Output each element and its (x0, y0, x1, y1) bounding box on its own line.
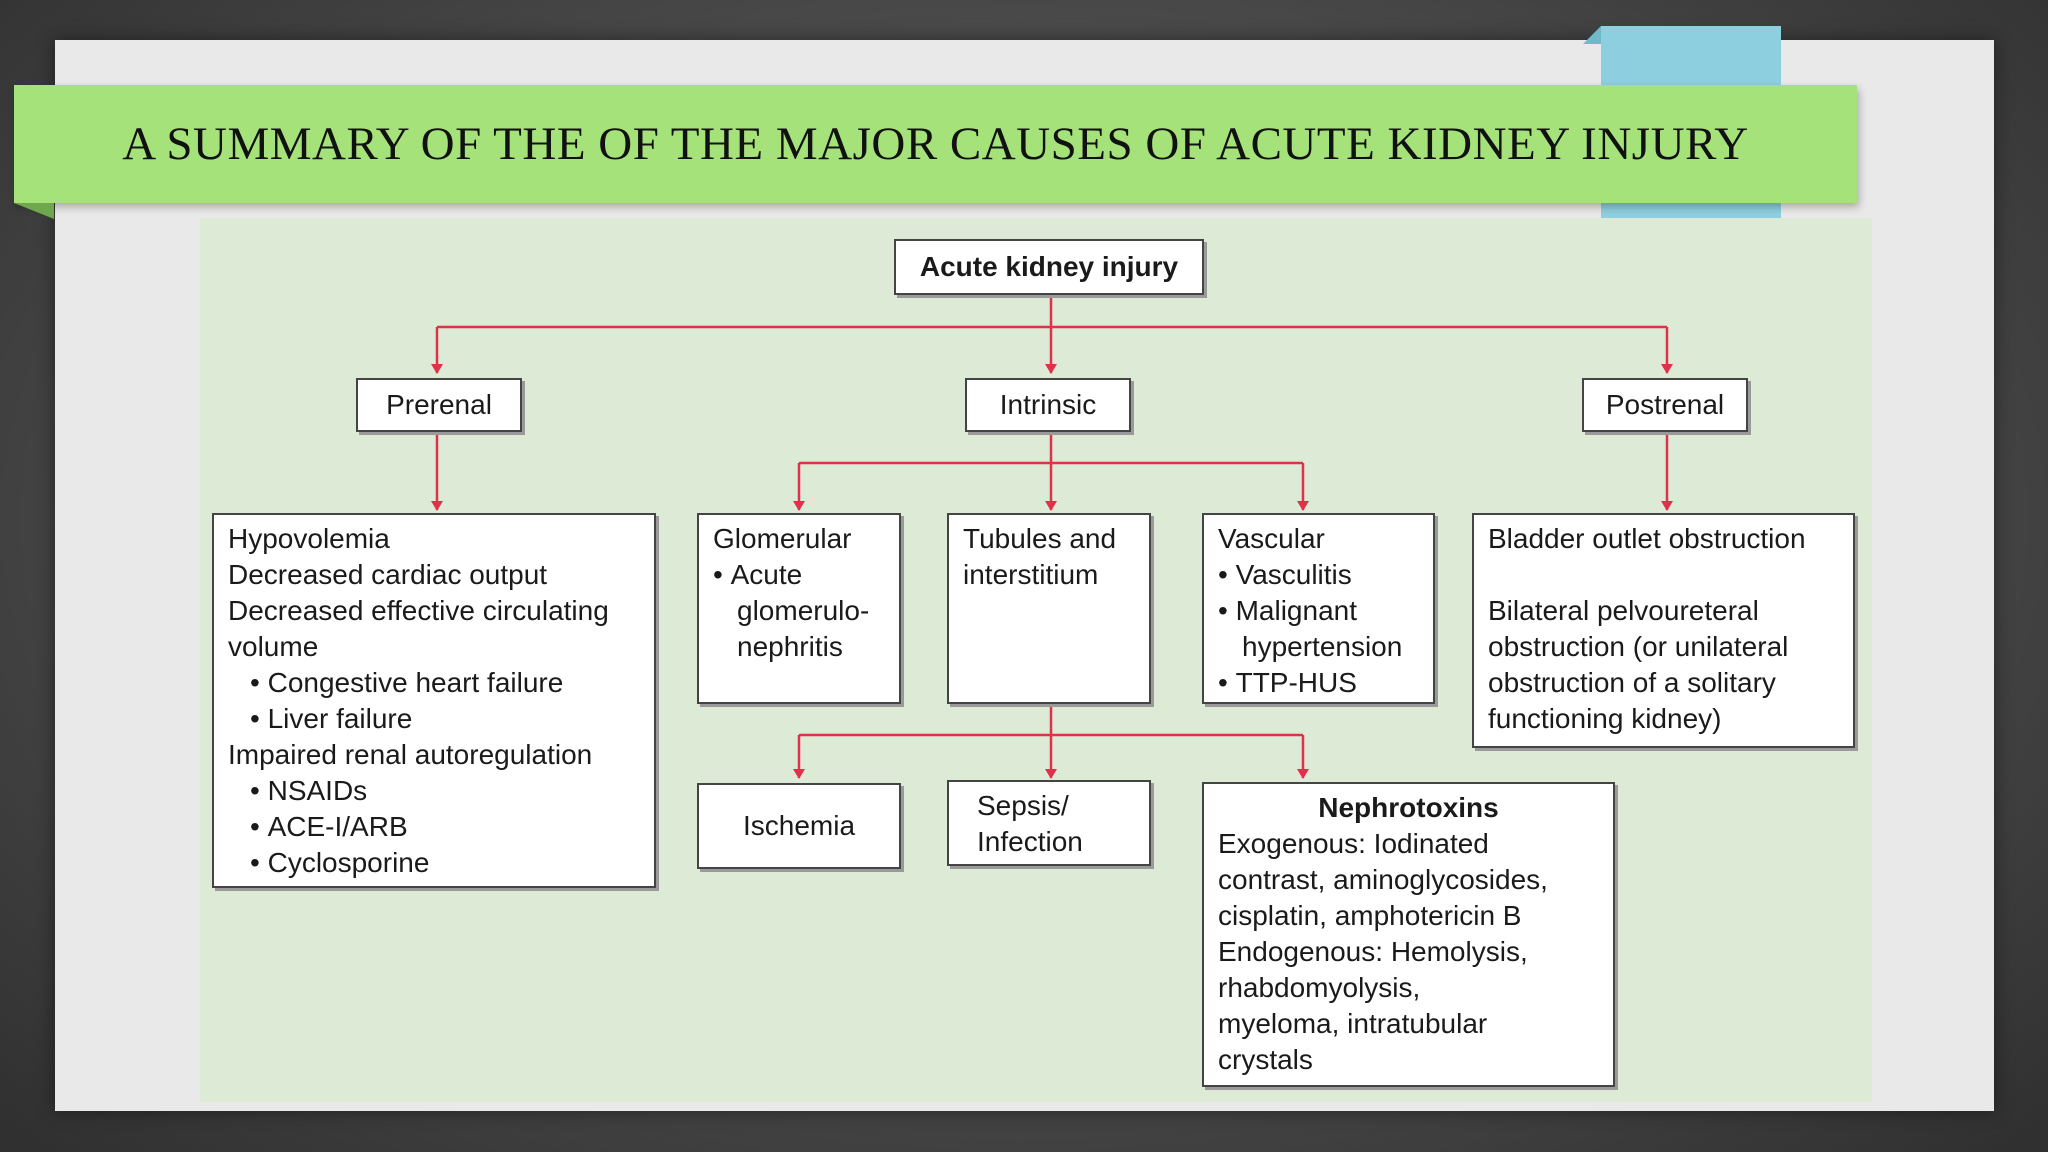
tubules-line2: interstitium (963, 559, 1099, 590)
ischemia-label: Ischemia (742, 810, 856, 841)
title-banner: A SUMMARY OF THE OF THE MAJOR CAUSES OF … (14, 85, 1857, 203)
cause-cyclosporine: Cyclosporine (228, 845, 640, 881)
vascular-malignant: Malignant (1218, 593, 1419, 629)
cause-hypovolemia: Hypovolemia (228, 523, 390, 554)
root-label: Acute kidney injury (919, 251, 1179, 282)
cause-nsaids: NSAIDs (228, 773, 640, 809)
sepsis-line1: Sepsis/ (977, 790, 1069, 821)
nephrotoxins-line7: crystals (1218, 1044, 1313, 1075)
postrenal-causes-box: Bladder outlet obstruction Bilateral pel… (1472, 513, 1855, 748)
postrenal-line2: obstruction (or unilateral (1488, 631, 1789, 662)
vascular-vasculitis: Vasculitis (1218, 557, 1419, 593)
postrenal-bladder: Bladder outlet obstruction (1488, 523, 1806, 554)
vascular-ttp-hus: TTP-HUS (1218, 665, 1419, 701)
nephrotoxins-heading: Nephrotoxins (1318, 792, 1499, 823)
postrenal-box: Postrenal (1582, 378, 1748, 432)
vascular-heading: Vascular (1218, 523, 1325, 554)
glomerular-box: Glomerular Acute glomerulo- nephritis (697, 513, 901, 704)
ischemia-box: Ischemia (697, 783, 901, 869)
cause-decreased-effective-volume-cont: volume (228, 631, 319, 662)
postrenal-label: Postrenal (1605, 389, 1725, 420)
cause-congestive-heart-failure: Congestive heart failure (228, 665, 640, 701)
slide-title: A SUMMARY OF THE OF THE MAJOR CAUSES OF … (122, 118, 1749, 170)
tubules-box: Tubules and interstitium (947, 513, 1151, 704)
glomerular-item: Acute (713, 557, 885, 593)
vascular-malignant-cont: hypertension (1242, 631, 1403, 662)
postrenal-line1: Bilateral pelvoureteral (1488, 595, 1759, 626)
cause-impaired-autoregulation: Impaired renal autoregulation (228, 739, 593, 770)
nephrotoxins-line3: cisplatin, amphotericin B (1218, 900, 1522, 931)
glomerular-item-cont2: nephritis (737, 631, 843, 662)
glomerular-item-cont: glomerulo- (737, 595, 870, 626)
nephrotoxins-box: Nephrotoxins Exogenous: Iodinated contra… (1202, 782, 1615, 1087)
cause-decreased-effective-volume: Decreased effective circulating (228, 595, 609, 626)
title-banner-fold (14, 203, 54, 219)
cause-decreased-cardiac-output: Decreased cardiac output (228, 559, 548, 590)
intrinsic-box: Intrinsic (965, 378, 1131, 432)
intrinsic-label: Intrinsic (999, 389, 1097, 420)
nephrotoxins-line4: Endogenous: Hemolysis, (1218, 936, 1528, 967)
prerenal-causes-box: Hypovolemia Decreased cardiac output Dec… (212, 513, 656, 888)
accent-tab-fold (1583, 26, 1601, 44)
nephrotoxins-line6: myeloma, intratubular (1218, 1008, 1488, 1039)
glomerular-heading: Glomerular (713, 523, 852, 554)
sepsis-box: Sepsis/ Infection (947, 780, 1151, 866)
postrenal-line3: obstruction of a solitary (1488, 667, 1776, 698)
sepsis-line2: Infection (977, 826, 1083, 857)
prerenal-label: Prerenal (386, 389, 492, 420)
nephrotoxins-line2: contrast, aminoglycosides, (1218, 864, 1548, 895)
root-box: Acute kidney injury (894, 239, 1204, 295)
nephrotoxins-line5: rhabdomyolysis, (1218, 972, 1421, 1003)
tubules-line1: Tubules and (963, 523, 1117, 554)
prerenal-box: Prerenal (356, 378, 522, 432)
postrenal-line4: functioning kidney) (1488, 703, 1722, 734)
cause-ace-arb: ACE-I/ARB (228, 809, 640, 845)
nephrotoxins-line1: Exogenous: Iodinated (1218, 828, 1489, 859)
vascular-box: Vascular Vasculitis Malignant hypertensi… (1202, 513, 1435, 704)
cause-liver-failure: Liver failure (228, 701, 640, 737)
postrenal-spacer (1488, 557, 1839, 593)
